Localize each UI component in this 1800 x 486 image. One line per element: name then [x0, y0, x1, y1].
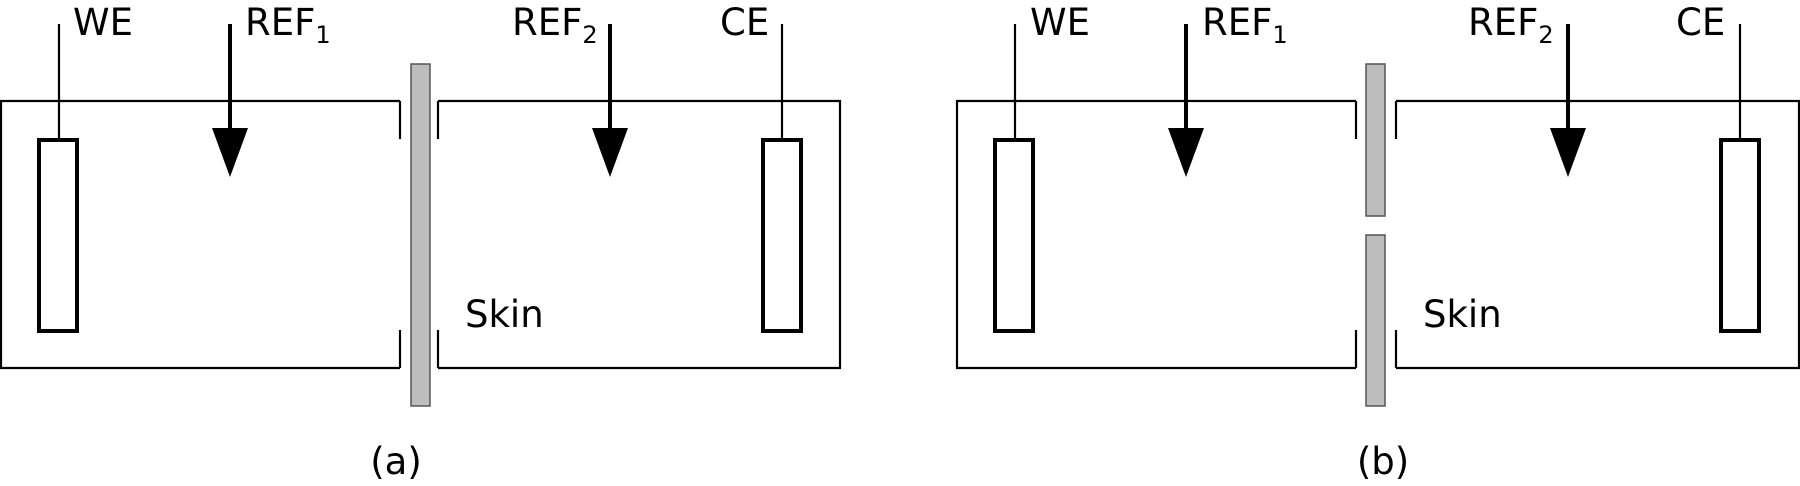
skin-membrane-upper	[1365, 63, 1386, 217]
right-chamber	[438, 99, 842, 370]
panel-b-caption: (b)	[1357, 440, 1409, 483]
ref1-arrow	[212, 24, 248, 177]
skin-membrane	[410, 63, 431, 407]
panel-b: WE REF1 REF2 CE Skin (b)	[955, 1, 1800, 483]
ref2-label: REF2	[1468, 1, 1554, 49]
left-chamber	[955, 99, 1356, 370]
ref2-arrow	[592, 24, 628, 177]
we-label: WE	[73, 1, 133, 44]
right-chamber	[1396, 99, 1800, 370]
ce-label: CE	[720, 1, 769, 44]
ref1-label: REF1	[245, 1, 331, 49]
left-chamber	[0, 99, 400, 370]
ref1-arrow	[1168, 24, 1204, 177]
ref2-label: REF2	[512, 1, 598, 49]
ce-label: CE	[1676, 1, 1725, 44]
panel-a-caption: (a)	[370, 440, 422, 483]
counter-electrode	[761, 138, 803, 333]
skin-label: Skin	[1423, 293, 1502, 336]
counter-electrode	[1719, 138, 1761, 333]
skin-label: Skin	[465, 293, 544, 336]
skin-membrane-lower	[1365, 234, 1386, 407]
working-electrode	[993, 138, 1035, 333]
ref2-arrow	[1550, 24, 1586, 177]
working-electrode	[37, 138, 79, 333]
we-label: WE	[1030, 1, 1090, 44]
panel-a: WE REF1 REF2 CE Skin (a)	[0, 1, 842, 483]
ref1-label: REF1	[1202, 1, 1288, 49]
